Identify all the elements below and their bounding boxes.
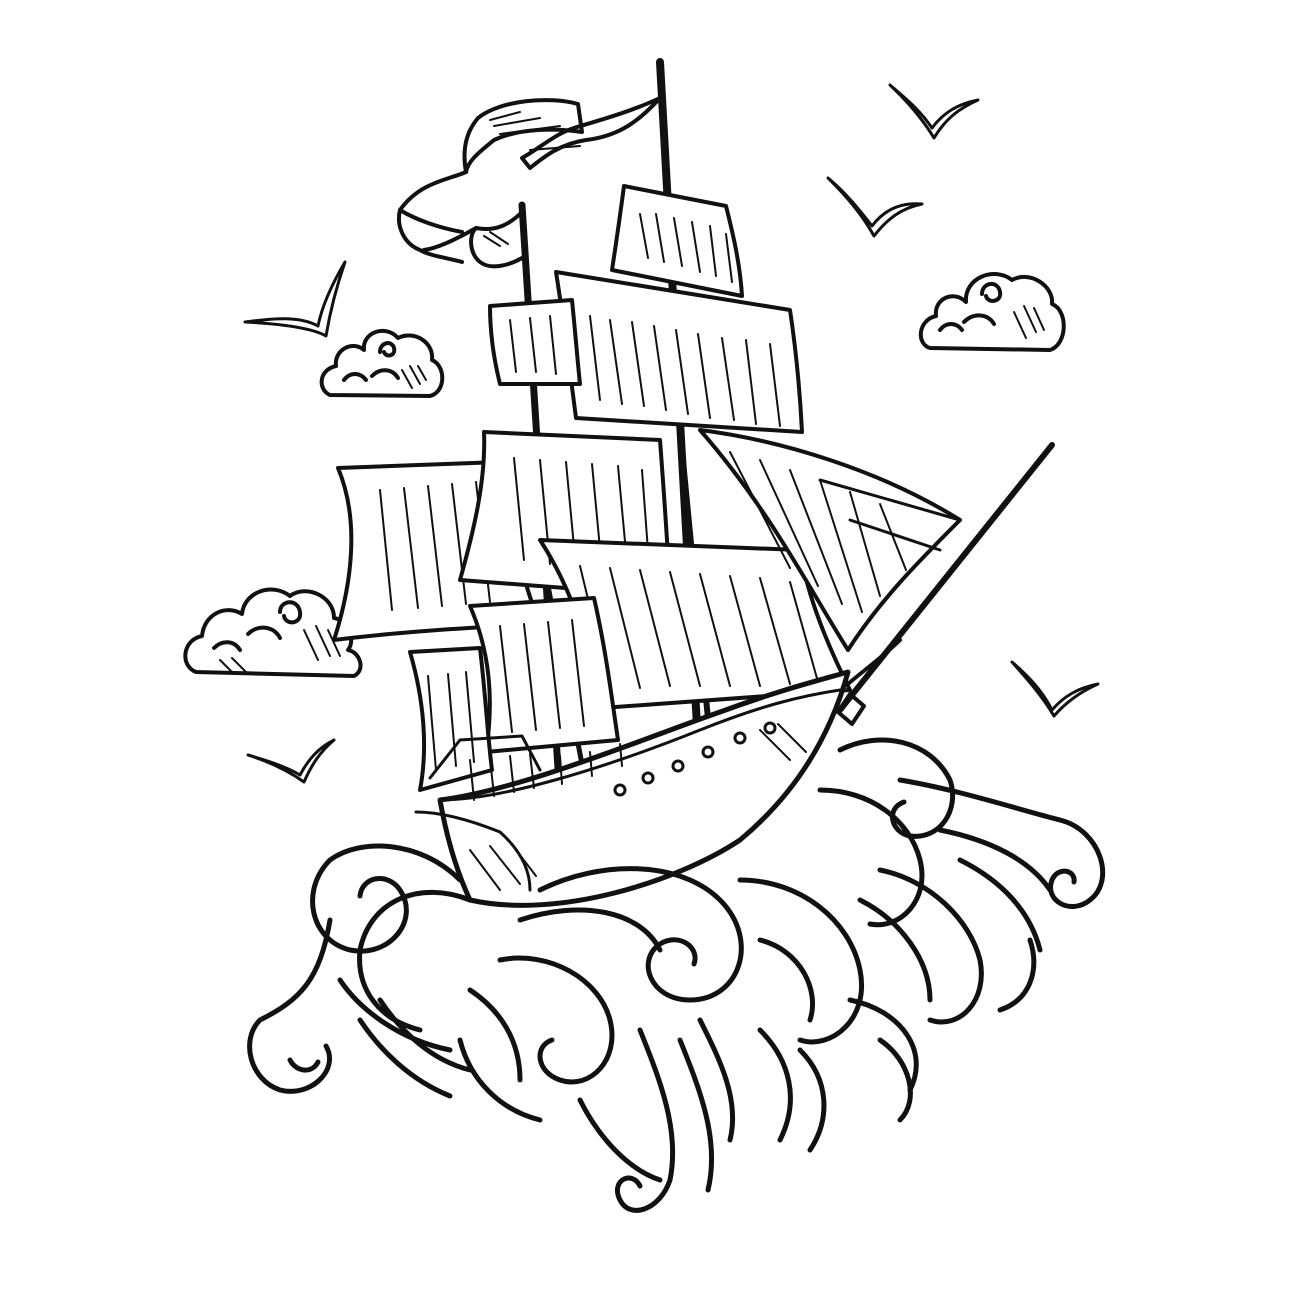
cloud-icon (919, 272, 1066, 352)
birds (243, 83, 1100, 784)
sail-lower-fore (468, 596, 620, 754)
bird-icon (243, 260, 347, 338)
sail-upper-fore (488, 298, 582, 386)
pennant-flag-top (397, 96, 662, 264)
sails (332, 184, 962, 792)
cloud-icon (319, 328, 445, 398)
bird-icon (246, 738, 336, 784)
porthole (733, 731, 747, 745)
wave-center (457, 866, 919, 1213)
bird-icon (888, 83, 980, 140)
pennant-flag-mid (422, 210, 524, 269)
cloud-icon (183, 587, 363, 678)
wave-left (247, 843, 473, 1099)
sail-aft-lower (408, 646, 494, 792)
sail-upper-main (554, 270, 804, 434)
porthole (701, 745, 715, 759)
porthole (641, 771, 655, 785)
sail-jib (698, 428, 962, 652)
sail-topgallant (610, 184, 744, 298)
porthole (613, 783, 627, 797)
portholes (613, 721, 777, 797)
wave-right (817, 737, 1106, 1025)
waves (247, 737, 1106, 1213)
bird-icon (826, 176, 924, 238)
porthole (671, 759, 685, 773)
flags (397, 96, 662, 269)
clouds (183, 272, 1066, 678)
porthole (763, 721, 777, 735)
bird-icon (1010, 660, 1100, 718)
sail-lower-main (538, 538, 852, 710)
